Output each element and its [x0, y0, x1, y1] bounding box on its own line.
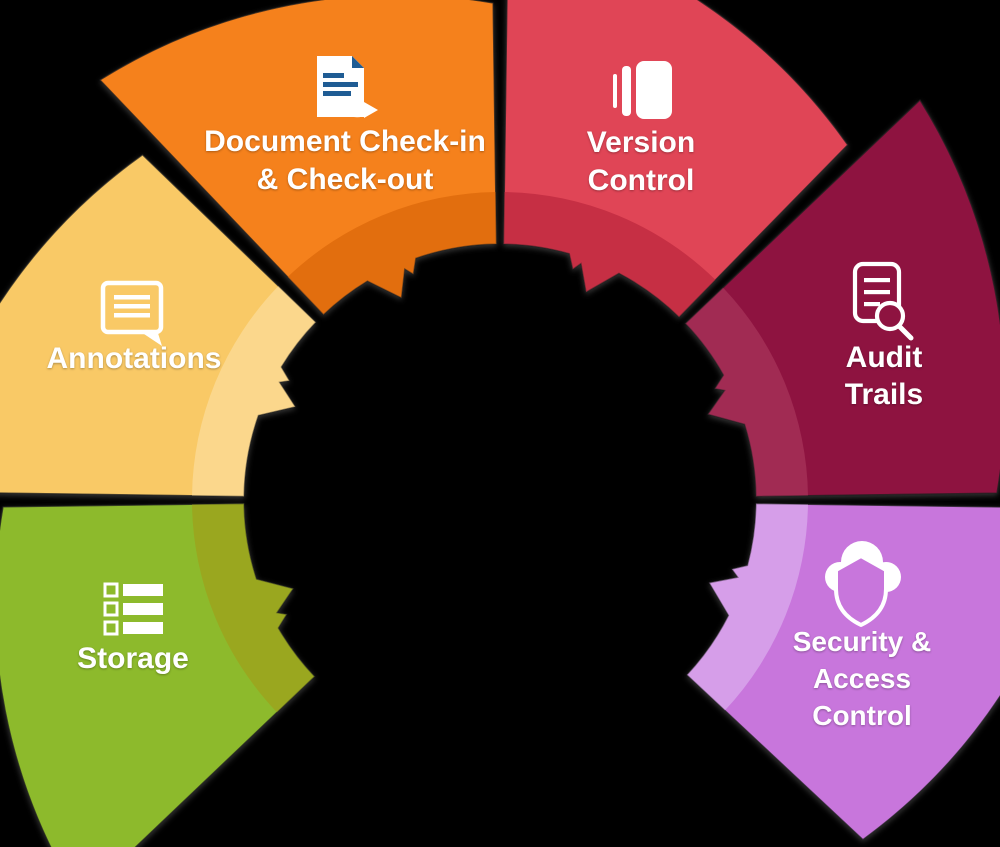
label-line: Document Check-in — [204, 125, 486, 158]
segment-audit-trails-outline — [684, 98, 1000, 498]
label-line: Annotations — [47, 342, 222, 375]
segment-storage-outline — [0, 502, 316, 847]
label-line: Control — [812, 700, 912, 731]
comment-icon — [100, 280, 164, 346]
label-line: Trails — [845, 378, 923, 411]
segment-annotations-inner-band — [192, 286, 316, 497]
cloud-shield-icon — [825, 541, 901, 627]
segment-audit-trails-inner-band — [685, 287, 808, 497]
label-line: Control — [588, 164, 695, 197]
version-layers-icon — [613, 61, 672, 119]
segment-label-document-check-in-out: Document Check-in & Check-out — [204, 125, 486, 196]
segment-version-control-outline — [502, 0, 849, 319]
segment-storage-inner-band — [192, 503, 315, 713]
audit-search-icon — [852, 261, 914, 341]
segment-label-storage: Storage — [77, 642, 189, 675]
segment-label-annotations: Annotations — [47, 342, 222, 375]
document-checkout-icon — [317, 56, 378, 118]
label-line: & Check-out — [257, 163, 434, 196]
segment-label-security-access-control: Security & Access Control — [793, 626, 932, 731]
segment-version-control-inner-band — [503, 192, 716, 318]
label-line: Audit — [846, 341, 923, 374]
segment-security-access-control-inner-band — [686, 503, 808, 711]
label-line: Access — [813, 663, 911, 694]
segment-document-check-in-out-outline — [98, 0, 498, 316]
label-line: Security & — [793, 626, 932, 657]
storage-server-icon — [103, 582, 163, 636]
segment-annotations-outline — [0, 153, 317, 498]
segment-label-version-control: Version Control — [587, 126, 695, 197]
label-line: Storage — [77, 642, 189, 675]
segment-document-check-in-out-inner-band — [287, 192, 497, 315]
segment-security-access-control-outline — [685, 502, 1000, 841]
labels-layer: Document Check-in & Check-out Version Co… — [47, 125, 932, 731]
icons-layer — [100, 56, 914, 636]
segment-label-audit-trails: Audit Trails — [845, 341, 923, 411]
label-line: Version — [587, 126, 695, 159]
